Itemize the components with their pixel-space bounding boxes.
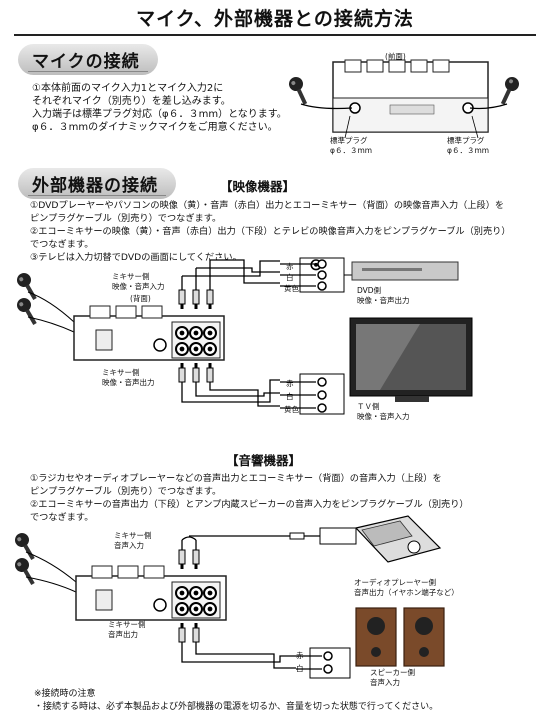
tv-jack-yellow: 黄色 — [284, 405, 299, 414]
player-label-1: オーディオプレーヤー側 — [354, 578, 436, 587]
speaker-label-1: スピーカー側 — [370, 668, 415, 677]
player-label-2: 音声出力（イヤホン端子など） — [354, 588, 459, 597]
dvd-jack-yellow: 黄色 — [284, 284, 299, 293]
video-devices-heading: 【映像機器】 — [220, 179, 296, 194]
video-line-1: ①DVDプレーヤーやパソコンの映像（黄）・音声（赤白）出力とエコーミキサー（背面… — [30, 200, 505, 211]
notes-heading: ※接続時の注意 — [34, 689, 96, 699]
rear-label: (背面) — [130, 294, 151, 303]
audio-line-1: ①ラジカセやオーディオプレーヤーなどの音声出力とエコーミキサー（背面）の音声入力… — [30, 473, 442, 484]
mic-line-3: 入力端子は標準プラグ対応（φ６．３mm）となります。 — [32, 109, 287, 120]
plug-left-label-2: φ６．３mm — [330, 146, 373, 155]
mixer-front-panel-illustration — [332, 59, 489, 133]
mixer-video-out-label-1: ミキサー側 — [102, 368, 140, 377]
plug-right-label-2: φ６．３mm — [447, 146, 490, 155]
mic-section-heading: マイクの接続 — [18, 44, 158, 75]
dvd-player-illustration — [351, 261, 459, 281]
plug-left-label-1: 標準プラグ — [330, 136, 368, 145]
notes-line: ・接続する時は、必ず本製品および外部機器の電源を切るか、音量を切った状態で行って… — [34, 702, 439, 712]
mixer-audio-out-label-1: ミキサー側 — [108, 620, 146, 629]
speaker-label-2: 音声入力 — [370, 678, 400, 687]
plug-right-label-1: 標準プラグ — [447, 136, 485, 145]
mixer-video-in-label-1: ミキサー側 — [112, 272, 150, 281]
page-title: マイク、外部機器との接続方法 — [136, 8, 414, 30]
mixer-video-out-label-2: 映像・音声出力 — [102, 378, 155, 387]
audio-line-3: ②エコーミキサーの音声出力（下段）とアンプ内蔵スピーカーの音声入力をピンプラグケ… — [30, 499, 469, 510]
tv-jack-white: 白 — [286, 392, 294, 401]
mixer-video-in-label-2: 映像・音声入力 — [112, 282, 165, 291]
tv-label-1: ＴＶ側 — [357, 402, 380, 411]
dvd-jack-red: 赤 — [286, 262, 294, 271]
mixer-audio-in-label-1: ミキサー側 — [114, 531, 152, 540]
title-divider — [14, 34, 536, 36]
tv-jack-red: 赤 — [286, 379, 294, 388]
speakers-illustration — [355, 607, 445, 667]
audio-devices-heading: 【音響機器】 — [226, 453, 302, 468]
video-line-2: ピンプラグケーブル（別売り）でつなぎます。 — [30, 213, 222, 224]
mic-line-4: φ６．３mmのダイナミックマイクをご用意ください。 — [32, 122, 278, 133]
video-line-3: ②エコーミキサーの映像（黄）・音声（赤白）出力（下段）とテレビの映像音声入力をピ… — [30, 226, 511, 237]
dvd-label-2: 映像・音声出力 — [357, 296, 410, 305]
mic-line-2: それぞれマイク（別売り）を差し込みます。 — [32, 96, 231, 107]
front-label: (前面) — [385, 52, 406, 61]
video-line-5: ③テレビは入力切替でDVDの画面にしてください。 — [30, 252, 242, 263]
audio-player-illustration — [319, 515, 442, 563]
mic-line-1: ①本体前面のマイク入力1とマイク入力2に — [32, 83, 224, 94]
mixer-audio-out-label-2: 音声出力 — [108, 630, 138, 639]
mixer-audio-in-label-2: 音声入力 — [114, 541, 144, 550]
video-line-4: でつなぎます。 — [30, 239, 94, 250]
ext-section-heading: 外部機器の接続 — [18, 168, 176, 199]
audio-line-2: ピンプラグケーブル（別売り）でつなぎます。 — [30, 486, 222, 497]
dvd-jack-white: 白 — [286, 273, 294, 282]
tv-label-2: 映像・音声入力 — [357, 412, 410, 421]
dvd-label-1: DVD側 — [357, 286, 382, 295]
tv-illustration — [349, 317, 473, 402]
audio-line-4: でつなぎます。 — [30, 512, 94, 523]
